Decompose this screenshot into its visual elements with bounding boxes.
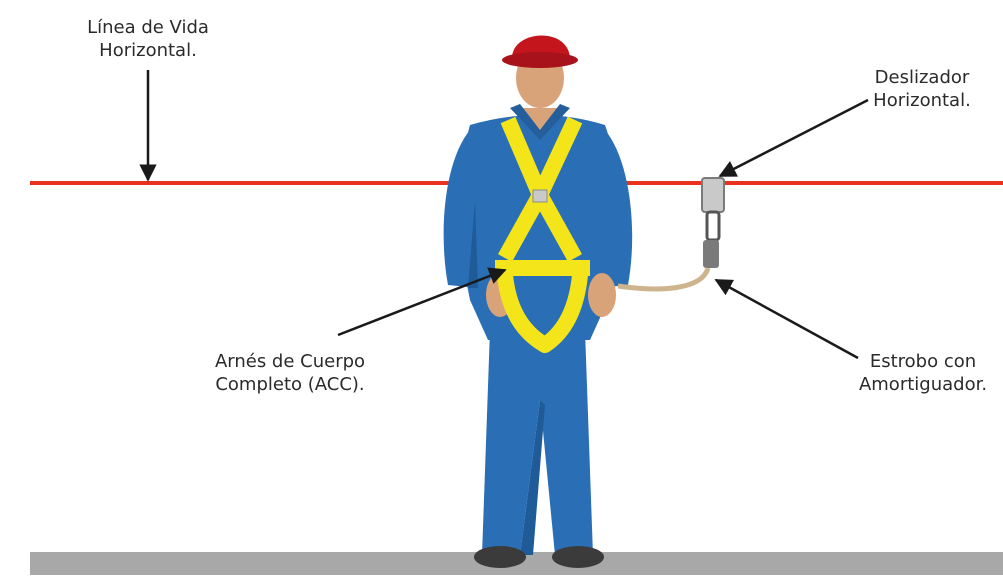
lanyard-icon bbox=[617, 267, 711, 292]
arrow-deslizador bbox=[718, 98, 869, 178]
worker-figure bbox=[443, 35, 633, 568]
arrow-estrobo bbox=[714, 278, 859, 360]
slider-icon bbox=[701, 177, 725, 268]
arrow-arnes bbox=[337, 267, 507, 337]
label-estrobo: Estrobo con Amortiguador. bbox=[858, 351, 988, 395]
label-linea-vida: Línea de Vida Horizontal. bbox=[87, 17, 209, 61]
label-deslizador: Deslizador Horizontal. bbox=[873, 67, 971, 111]
hard-hat-icon bbox=[502, 35, 578, 68]
label-arnes: Arnés de Cuerpo Completo (ACC). bbox=[214, 351, 366, 395]
